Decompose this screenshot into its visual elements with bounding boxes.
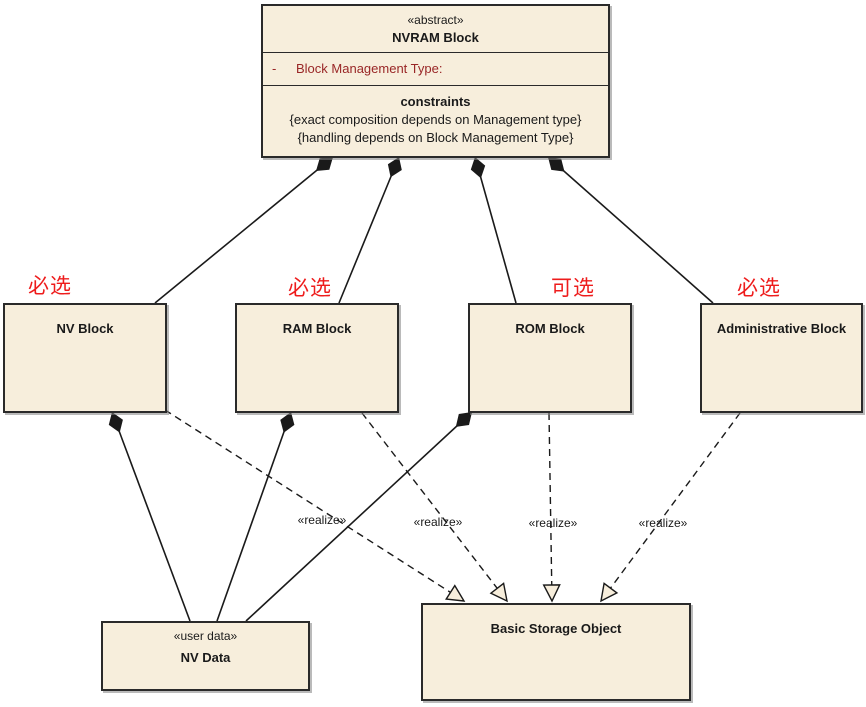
nvram-stereotype: «abstract» [407, 13, 464, 27]
realization-arrowhead [542, 584, 561, 603]
node-nvram-block[interactable]: «abstract» NVRAM Block - Block Management… [261, 4, 610, 158]
composition-diamond [280, 412, 295, 433]
composition-diamond [316, 157, 333, 171]
realization-arrowhead [489, 582, 508, 603]
realization-arrowhead [600, 582, 619, 603]
node-administrative-block[interactable]: Administrative Block [700, 303, 863, 413]
rom-block-name: ROM Block [515, 321, 585, 336]
node-basic-storage-object[interactable]: Basic Storage Object [421, 603, 691, 701]
required-label-admin: 必选 [737, 276, 781, 300]
composition-edge-ram_block-nv_data [216, 411, 292, 622]
constraints-header: constraints [400, 94, 471, 109]
realization-arrowhead [445, 584, 466, 602]
constraint-line-2: {handling depends on Block Management Ty… [297, 130, 574, 145]
composition-edge-rom_block-nv_data [245, 411, 473, 622]
realize-label: «realize» [414, 515, 463, 529]
required-label-nv: 必选 [28, 274, 72, 298]
realize-label: «realize» [529, 516, 578, 530]
composition-diamond [387, 157, 402, 178]
node-nv-block[interactable]: NV Block [3, 303, 167, 413]
realize-label: «realize» [639, 516, 688, 530]
composition-edge-nvram-admin_block [547, 156, 714, 304]
composition-diamond [108, 412, 123, 433]
realization-edge-rom_block-bso [548, 412, 553, 586]
ram-block-name: RAM Block [282, 321, 352, 336]
realization-edge-ram_block-bso [361, 412, 498, 589]
administrative-block-name: Administrative Block [716, 321, 847, 336]
composition-edge-nvram-ram_block [338, 156, 400, 304]
nv-data-name: NV Data [180, 650, 231, 665]
constraint-line-1: {exact composition depends on Management… [289, 112, 582, 127]
nvram-attribute-compartment: - Block Management Type: [263, 53, 608, 86]
required-label-ram: 必选 [288, 276, 332, 300]
nvram-constraints-compartment: constraints {exact composition depends o… [263, 86, 608, 147]
node-rom-block[interactable]: ROM Block [468, 303, 632, 413]
composition-edge-nv_block-nv_data [111, 411, 191, 622]
nvram-attribute: Block Management Type: [296, 61, 443, 76]
basic-storage-object-name: Basic Storage Object [490, 621, 622, 636]
composition-diamond [548, 157, 565, 172]
realization-edge-admin_block-bso [609, 412, 741, 589]
nv-data-stereotype: «user data» [173, 629, 238, 643]
nvram-title-compartment: «abstract» NVRAM Block [263, 6, 608, 53]
optional-label-rom: 可选 [551, 276, 595, 300]
composition-diamond [455, 412, 472, 427]
realize-label: «realize» [298, 513, 347, 527]
nvram-name: NVRAM Block [392, 30, 479, 45]
composition-edge-nvram-nv_block [154, 156, 334, 304]
attribute-visibility-dash: - [272, 61, 277, 76]
realization-edge-nv_block-bso [164, 409, 451, 593]
node-nv-data[interactable]: «user data» NV Data [101, 621, 310, 691]
composition-diamond [470, 157, 486, 179]
nv-block-name: NV Block [56, 321, 114, 336]
composition-edge-nvram-rom_block [474, 156, 517, 304]
node-ram-block[interactable]: RAM Block [235, 303, 399, 413]
